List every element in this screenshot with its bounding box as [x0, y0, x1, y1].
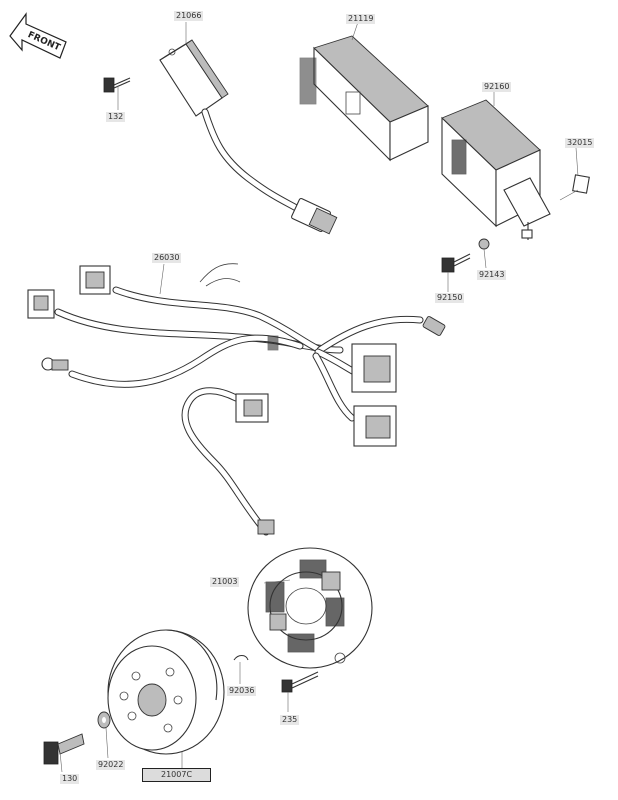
label-stator-bolt: 235 — [280, 715, 300, 725]
ecu-21119 — [299, 21, 429, 162]
label-clamp: 32015 — [565, 138, 595, 148]
label-cdi-unit: 21066 — [174, 11, 204, 21]
front-direction-arrow: FRONT — [9, 12, 67, 59]
label-key: 92036 — [227, 686, 257, 696]
label-bolt-132: 132 — [106, 112, 126, 122]
bolt-132 — [103, 77, 131, 110]
label-main-harness: 26030 — [152, 253, 182, 263]
label-flywheel-assembly: 21007C — [142, 768, 212, 782]
label-nut: 92143 — [477, 270, 507, 280]
bolt-235 — [281, 671, 319, 712]
key-92036 — [233, 654, 249, 684]
label-washer: 92022 — [96, 760, 126, 770]
stator-21003 — [247, 547, 373, 669]
label-bolt-92150: 92150 — [435, 293, 465, 303]
washer-92022 — [97, 711, 111, 759]
label-regulator: 92160 — [482, 82, 512, 92]
cdi-unit-21066 — [159, 22, 338, 235]
label-ecu: 21119 — [346, 14, 376, 24]
clamp-32015 — [559, 147, 590, 201]
bolt-92150 — [441, 253, 471, 292]
label-flywheel-bolt: 130 — [60, 774, 80, 784]
label-stator: 21003 — [210, 577, 240, 587]
flywheel-21007C — [107, 629, 225, 768]
regulator-92160 — [441, 92, 551, 240]
nut-92143 — [478, 238, 490, 269]
bolt-130 — [43, 733, 85, 773]
stator-lead-wire — [181, 387, 275, 536]
main-harness-26030 — [27, 263, 446, 447]
